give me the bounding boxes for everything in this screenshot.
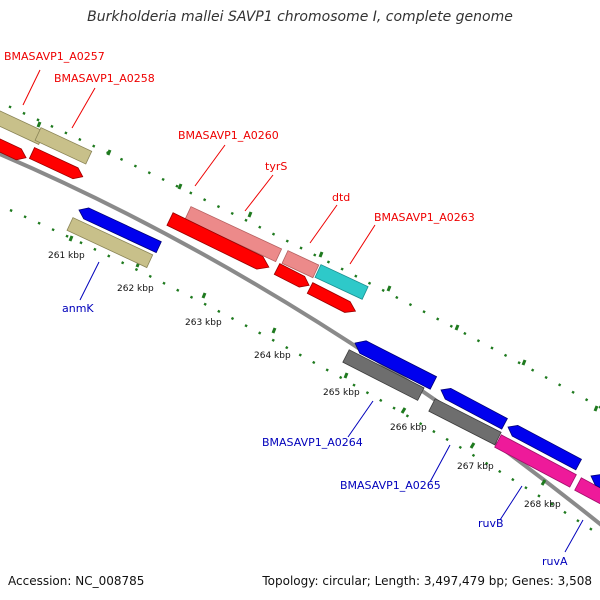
label-leader-line — [349, 224, 376, 265]
label-leader-line — [194, 144, 226, 187]
gene-feature-olive[interactable] — [34, 127, 93, 165]
cds-forward-arrow[interactable] — [273, 263, 312, 291]
gene-feature-cyan[interactable] — [314, 264, 369, 300]
gene-label[interactable]: ruvB — [478, 517, 504, 530]
gene-feature-gray[interactable] — [342, 349, 425, 401]
gene-label[interactable]: BMASAVP1_A0265 — [340, 479, 441, 492]
major-tick — [454, 324, 460, 331]
major-tick — [201, 292, 207, 299]
scale-label: 268 kbp — [524, 500, 561, 510]
cds-forward-arrow[interactable] — [306, 282, 358, 317]
major-tick — [400, 407, 407, 414]
gene-label[interactable]: ruvA — [542, 555, 568, 568]
cds-forward-arrow[interactable] — [166, 212, 272, 274]
gene-label[interactable]: tyrS — [265, 160, 287, 173]
major-tick — [247, 211, 253, 218]
cds-reverse-arrow[interactable] — [588, 471, 600, 501]
gene-label[interactable]: dtd — [332, 191, 350, 204]
cds-reverse-arrow[interactable] — [352, 337, 438, 390]
scale-label: 261 kbp — [48, 251, 85, 261]
gene-label[interactable]: anmK — [62, 302, 94, 315]
major-tick — [106, 149, 112, 156]
major-tick — [68, 235, 74, 242]
label-leader-line — [499, 485, 523, 521]
scale-label: 262 kbp — [117, 284, 154, 294]
label-leader-line — [347, 400, 374, 438]
gene-label[interactable]: BMASAVP1_A0257 — [4, 50, 105, 63]
gene-label[interactable]: BMASAVP1_A0258 — [54, 72, 155, 85]
accession-text: Accession: NC_008785 — [8, 574, 145, 588]
gene-label[interactable]: BMASAVP1_A0263 — [374, 211, 475, 224]
scale-label: 264 kbp — [254, 351, 291, 361]
gene-feature-pink[interactable] — [494, 434, 577, 488]
cds-forward-arrow[interactable] — [0, 134, 29, 164]
label-leader-line — [244, 174, 274, 212]
gene-label[interactable]: BMASAVP1_A0264 — [262, 436, 363, 449]
gene-label[interactable]: BMASAVP1_A0260 — [178, 129, 279, 142]
cds-forward-arrow[interactable] — [28, 147, 85, 183]
cds-reverse-arrow[interactable] — [438, 385, 508, 430]
label-leader-line — [79, 261, 100, 301]
major-tick — [593, 405, 599, 412]
major-tick — [469, 442, 476, 449]
map-title: Burkholderia mallei SAVP1 chromosome I, … — [87, 9, 513, 25]
label-leader-line — [564, 519, 584, 553]
gene-feature-salmon[interactable] — [281, 250, 320, 279]
gene-feature-olive[interactable] — [66, 217, 154, 269]
cds-reverse-arrow[interactable] — [76, 205, 162, 254]
cds-reverse-arrow[interactable] — [505, 422, 582, 471]
major-tick — [540, 479, 547, 486]
label-leader-line — [429, 444, 451, 483]
genome-backbone — [0, 151, 600, 527]
major-tick — [271, 327, 277, 334]
major-tick — [36, 121, 42, 128]
label-leader-line — [22, 69, 41, 106]
scale-label: 267 kbp — [457, 462, 494, 472]
label-leader-line — [309, 204, 338, 244]
major-tick — [177, 183, 183, 190]
major-tick — [521, 359, 527, 366]
major-tick — [343, 372, 349, 379]
outer-tick-track — [0, 100, 600, 409]
major-tick — [318, 251, 324, 258]
topology-summary-text: Topology: circular; Length: 3,497,479 bp… — [262, 574, 592, 588]
major-tick — [386, 285, 392, 292]
gene-feature-gray[interactable] — [428, 398, 502, 446]
scale-label: 265 kbp — [323, 388, 360, 398]
scale-label: 263 kbp — [185, 318, 222, 328]
scale-label: 266 kbp — [390, 423, 427, 433]
label-leader-line — [71, 87, 96, 129]
